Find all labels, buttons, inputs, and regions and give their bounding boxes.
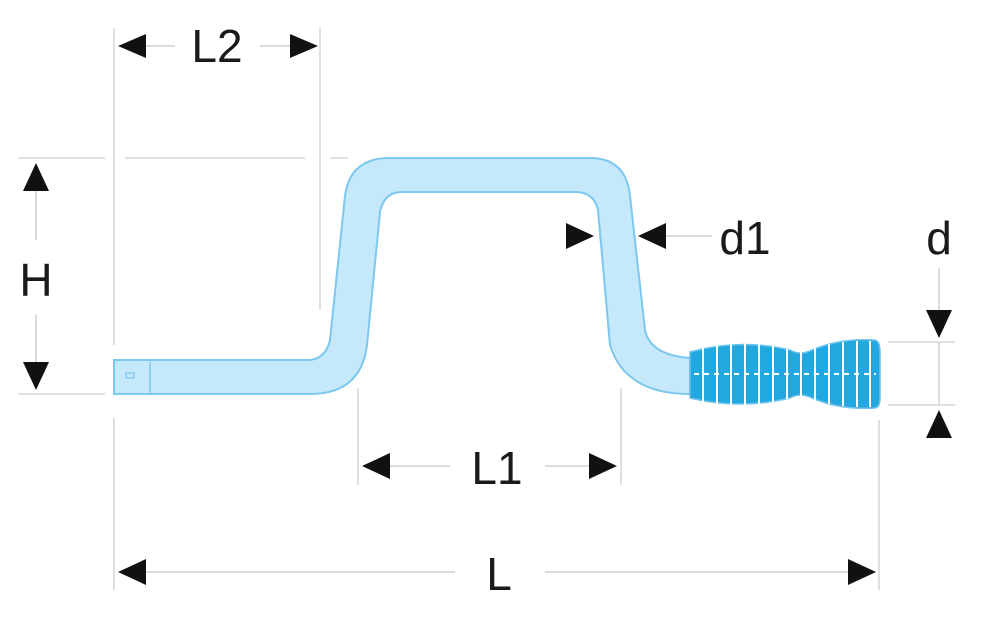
- dimension-l1: L1: [362, 442, 617, 494]
- handle: [689, 338, 881, 410]
- dimension-d1: d1: [566, 212, 771, 264]
- d-label: d: [926, 212, 952, 264]
- dimension-d: d: [926, 212, 952, 438]
- shaft-body: [113, 157, 691, 396]
- dimension-h: H: [19, 163, 53, 390]
- l1-arrow-left: [362, 453, 390, 479]
- l-label: L: [486, 548, 512, 600]
- d1-label: d1: [719, 212, 770, 264]
- l1-label: L1: [471, 442, 522, 494]
- dimension-l2: L2: [118, 20, 318, 72]
- l2-label: L2: [191, 20, 242, 72]
- l2-arrow-right: [290, 34, 318, 58]
- l-arrow-left: [118, 559, 146, 585]
- l1-arrow-right: [589, 453, 617, 479]
- h-arrow-top: [23, 163, 49, 191]
- square-drive-mark: [125, 372, 135, 379]
- d1-arrow-right: [638, 223, 666, 249]
- d1-arrow-left: [566, 223, 594, 249]
- dimension-l: L: [118, 548, 876, 600]
- d-arrow-up: [926, 410, 952, 438]
- extension-lines: [18, 28, 955, 590]
- l2-arrow-left: [118, 34, 146, 58]
- h-arrow-bottom: [23, 362, 49, 390]
- h-label: H: [19, 254, 52, 306]
- l-arrow-right: [848, 559, 876, 585]
- crank-shaft: [113, 157, 691, 396]
- d-arrow-down: [926, 310, 952, 338]
